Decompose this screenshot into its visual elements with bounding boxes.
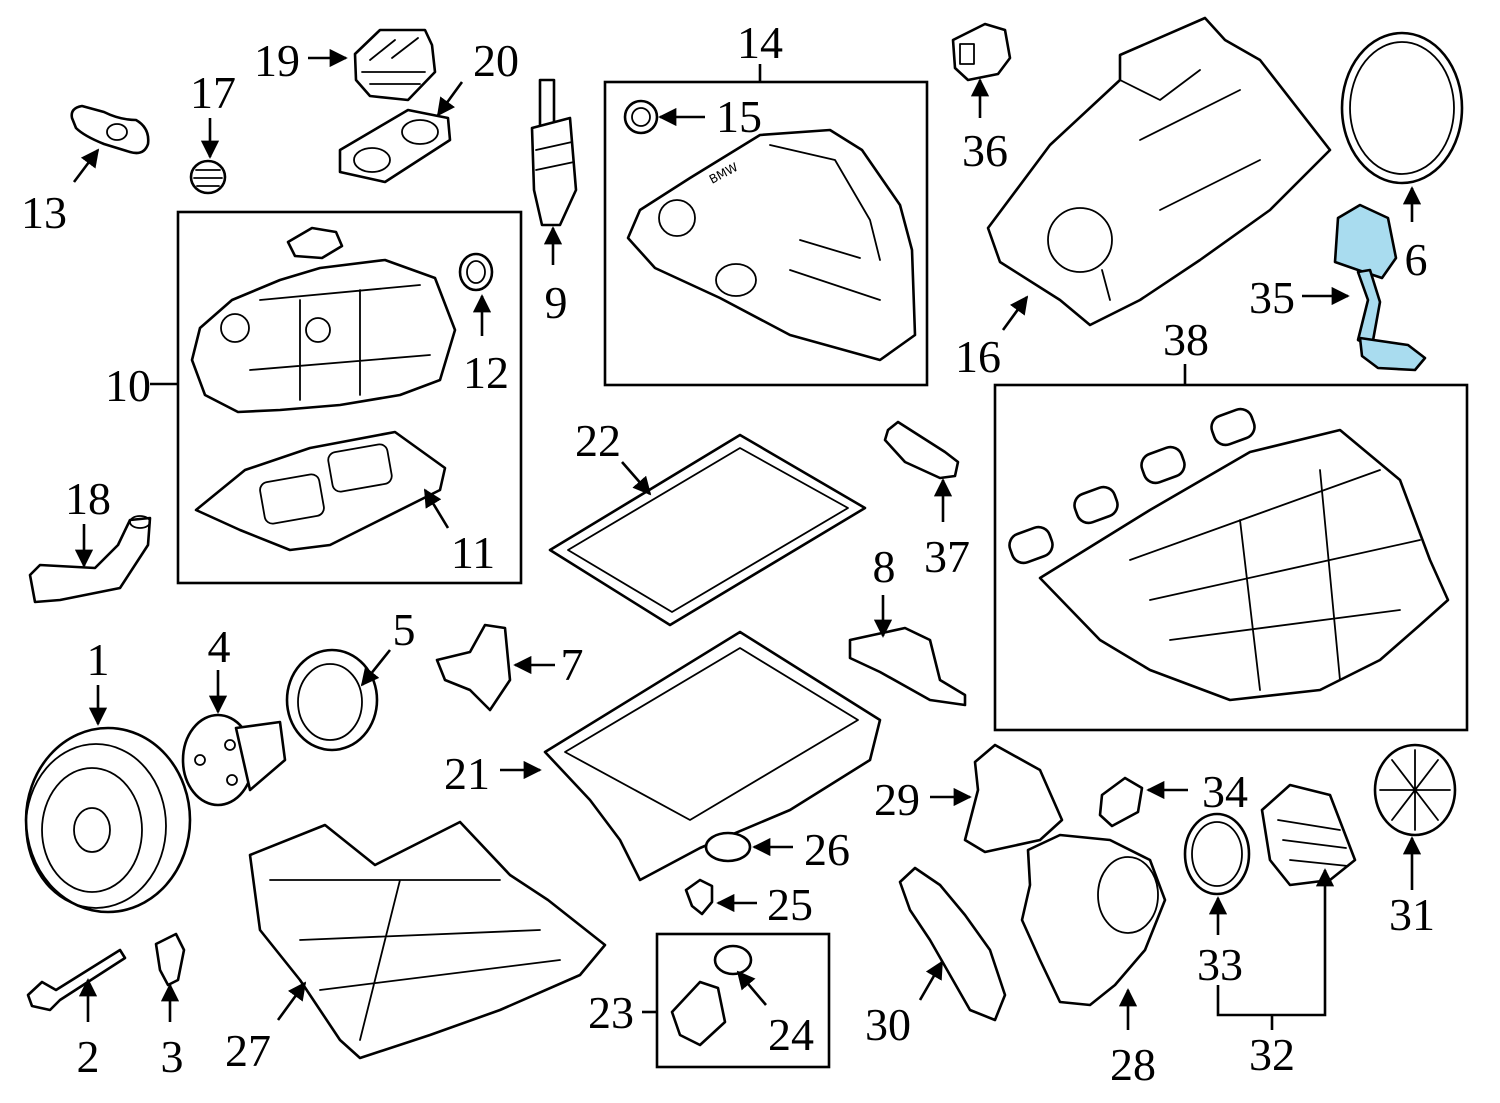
callout-17: 17: [190, 67, 236, 118]
callout-20: 20: [473, 35, 519, 86]
callout-23: 23: [588, 987, 634, 1038]
part-16-intake-cover[interactable]: [986, 16, 1332, 327]
part-30-gasket[interactable]: [898, 866, 1007, 1022]
callout-13: 13: [21, 187, 67, 238]
leader-lines: [72, 48, 1422, 1030]
callout-19: 19: [254, 35, 300, 86]
callout-21: 21: [444, 748, 490, 799]
callout-22: 22: [575, 415, 621, 466]
part-10-valve-cover[interactable]: [190, 226, 457, 414]
callout-24: 24: [768, 1009, 814, 1060]
callout-7: 7: [561, 639, 584, 690]
part-35-sensor[interactable]: [1333, 203, 1427, 372]
part-24-seal[interactable]: [713, 944, 753, 976]
part-36-sensor[interactable]: [951, 22, 1012, 82]
callout-25: 25: [767, 879, 813, 930]
part-2-bolt[interactable]: [26, 948, 127, 1012]
group-box-10: [176, 210, 523, 585]
part-32-oil-filter[interactable]: [1260, 783, 1357, 887]
group-box-14: [603, 80, 929, 387]
part-8-valve[interactable]: [848, 626, 967, 707]
callout-11: 11: [451, 527, 495, 578]
part-27-oil-pan-shield[interactable]: [248, 820, 607, 1060]
callout-5: 5: [393, 604, 416, 655]
callout-15: 15: [716, 91, 762, 142]
part-34-sensor[interactable]: [1098, 776, 1144, 828]
part-26-o-ring[interactable]: [704, 831, 752, 863]
callout-28: 28: [1110, 1039, 1156, 1090]
part-38-intake-manifold[interactable]: [1006, 406, 1450, 702]
callout-8: 8: [873, 541, 896, 592]
callout-31: 31: [1389, 889, 1435, 940]
part-28-water-pump[interactable]: [1020, 833, 1167, 1007]
part-31-filter-cap[interactable]: [1373, 743, 1457, 837]
callout-27: 27: [225, 1025, 271, 1076]
callout-1: 1: [87, 634, 110, 685]
part-23-sensor[interactable]: [670, 980, 727, 1047]
callout-36: 36: [962, 125, 1008, 176]
part-9-actuator[interactable]: [530, 78, 578, 227]
callout-2: 2: [77, 1031, 100, 1082]
callout-30: 30: [865, 999, 911, 1050]
callout-26: 26: [804, 824, 850, 875]
callout-35: 35: [1249, 272, 1295, 323]
part-14-engine-cover[interactable]: BMW: [626, 128, 917, 362]
part-6-seal-ring[interactable]: [1340, 31, 1464, 185]
part-4-hub[interactable]: [181, 713, 287, 807]
part-33-seal[interactable]: [1183, 812, 1251, 896]
part-21-oil-pan[interactable]: [543, 630, 882, 882]
part-15-plug[interactable]: [623, 99, 659, 135]
callout-32: 32: [1249, 1029, 1295, 1080]
part-11-gasket[interactable]: [194, 430, 447, 552]
part-1-pulley[interactable]: [24, 726, 192, 914]
part-5-seal[interactable]: [285, 648, 379, 752]
part-19-filter-housing[interactable]: [353, 28, 437, 102]
callout-18: 18: [65, 473, 111, 524]
callout-4: 4: [208, 621, 231, 672]
part-12-seal[interactable]: [458, 252, 494, 292]
callout-33: 33: [1197, 939, 1243, 990]
part-17-cap[interactable]: [189, 159, 227, 195]
callout-37: 37: [924, 531, 970, 582]
callout-38: 38: [1163, 314, 1209, 365]
part-29-bracket[interactable]: [963, 743, 1064, 854]
part-25-drain-plug[interactable]: [684, 878, 714, 916]
callout-14: 14: [737, 17, 783, 68]
part-18-hose[interactable]: [28, 515, 152, 604]
callout-16: 16: [955, 331, 1001, 382]
part-3-bolt[interactable]: [154, 932, 186, 987]
group-box-38: [993, 383, 1469, 732]
callout-10: 10: [105, 360, 151, 411]
callout-12: 12: [463, 347, 509, 398]
part-13-gasket[interactable]: [70, 104, 150, 155]
callout-9: 9: [545, 277, 568, 328]
part-22-oil-pan-gasket[interactable]: [548, 433, 867, 627]
group-box-23: [655, 932, 831, 1069]
part-7-sensor[interactable]: [435, 623, 512, 712]
callout-3: 3: [161, 1031, 184, 1082]
callout-6: 6: [1405, 234, 1428, 285]
callout-29: 29: [874, 774, 920, 825]
part-37-sensor[interactable]: [883, 420, 960, 480]
callout-labels: 1 2 3 4 5 6 7 8 9 10 11 12 13 14 15 16 1…: [21, 17, 1435, 1090]
part-20-gasket[interactable]: [338, 108, 452, 184]
callout-34: 34: [1202, 766, 1248, 817]
